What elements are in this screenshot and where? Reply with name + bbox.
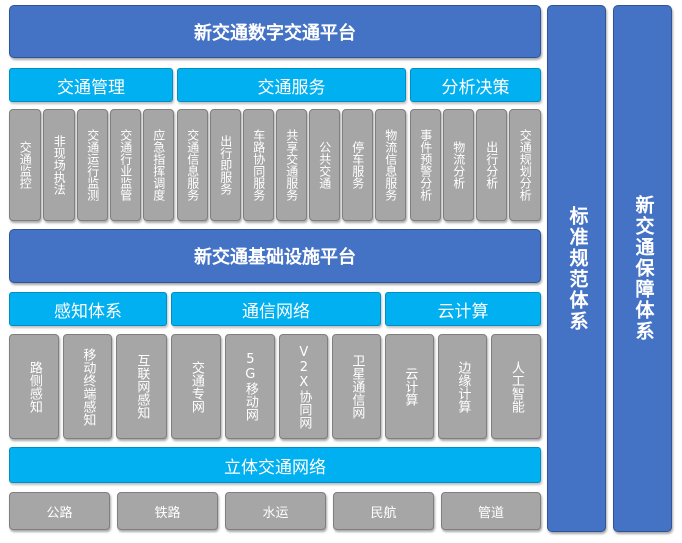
network-item: 水运 [225,492,326,530]
category-traffic-management: 交通管理 [9,68,173,102]
app-item: 交通监控 [9,109,41,221]
infra-item: 交通专网 [171,334,221,439]
app-item: 交通运行监测 [77,109,108,221]
app-item: 公共交通 [309,109,340,221]
infra-item: 边缘计算 [438,334,487,439]
category-communication: 通信网络 [171,292,381,326]
app-item: 车路协同服务 [243,109,274,221]
network-item: 铁路 [117,492,218,530]
network-item: 民航 [333,492,434,530]
app-item: 交通行业监管 [110,109,141,221]
infra-item: 卫星通信网 [332,334,381,439]
app-item: 交通规划分析 [509,109,541,221]
category-cloud-computing: 云计算 [385,292,541,326]
digital-platform-title: 新交通数字交通平台 [9,5,541,58]
infra-item: 路侧感知 [9,334,59,439]
infra-item: 互联网感知 [116,334,167,439]
network-item: 管道 [441,492,541,530]
app-item: 停车服务 [342,109,373,221]
infra-item: 移动终端感知 [63,334,112,439]
infrastructure-platform-title: 新交通基础设施平台 [9,229,541,283]
app-item: 事件预警分析 [410,109,441,221]
app-item: 物流分析 [443,109,474,221]
infra-item: 人工智能 [491,334,541,439]
app-item: 共享交通服务 [276,109,307,221]
app-item: 非现场执法 [43,109,75,221]
infra-item: 5G移动网 [225,334,275,439]
standards-system-column: 标准规范体系 [547,5,606,532]
app-item: 交通信息服务 [177,109,208,221]
category-perception: 感知体系 [9,292,167,326]
assurance-system-column: 新交通保障体系 [613,5,672,532]
app-item: 出行分析 [476,109,507,221]
app-item: 物流信息服务 [375,109,406,221]
app-item: 应急指挥调度 [143,109,174,221]
category-traffic-service: 交通服务 [177,68,406,102]
network-title: 立体交通网络 [9,447,541,483]
app-item: 出行即服务 [210,109,241,221]
infra-item: V2X协同网 [279,334,328,439]
infra-item: 云计算 [385,334,434,439]
category-analysis-decision: 分析决策 [410,68,541,102]
network-item: 公路 [9,492,110,530]
